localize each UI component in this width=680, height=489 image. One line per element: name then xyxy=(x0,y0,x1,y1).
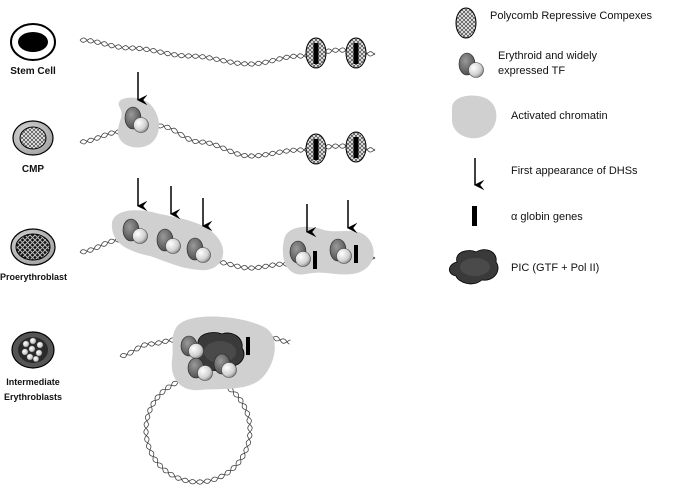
globin-gene-legend-icon xyxy=(472,206,477,226)
legend-label-dhs: First appearance of DHSs xyxy=(511,165,638,177)
polycomb-complex xyxy=(305,37,327,69)
transcription-factor xyxy=(180,335,204,359)
transcription-factor xyxy=(186,237,211,263)
stem-cell-icon xyxy=(10,23,56,61)
polycomb-complex xyxy=(345,131,367,163)
transcription-factor xyxy=(329,238,352,264)
transcription-factor xyxy=(187,357,213,381)
transcription-factor-legend-icon xyxy=(458,52,484,78)
legend-label-transcription-factor: Erythroid and widely expressed TF xyxy=(498,50,598,77)
legend-label-globin-genes: α globin genes xyxy=(511,211,583,223)
dna-strand xyxy=(79,37,376,67)
legend-label-activated-chromatin: Activated chromatin xyxy=(511,110,608,122)
legend-label-polycomb: Polycomb Repressive Compexes xyxy=(490,10,653,22)
transcription-factor xyxy=(289,240,311,267)
cmp-cell-icon xyxy=(12,120,54,156)
alpha-globin-gene xyxy=(246,337,250,355)
polycomb-complex xyxy=(345,37,367,69)
alpha-globin-gene xyxy=(313,251,317,269)
stage-label-proerythroblast: Proerythroblast xyxy=(0,272,68,282)
stage-label-stem-cell: Stem Cell xyxy=(10,66,56,77)
activated-chromatin-legend-icon xyxy=(452,95,497,139)
dna-strand xyxy=(143,375,253,485)
transcription-factor xyxy=(213,353,237,378)
alpha-globin-gene xyxy=(354,245,358,263)
transcription-factor xyxy=(124,106,149,133)
intermediate-erythroblast-cell-icon xyxy=(11,331,55,369)
stage-label-cmp: CMP xyxy=(21,164,45,175)
proerythroblast-cell-icon xyxy=(10,228,56,266)
polycomb-complex xyxy=(305,133,327,165)
stage-label-intermediate-erythroblasts: Intermediate Erythroblasts xyxy=(3,377,63,402)
pic-complex-legend-icon xyxy=(448,249,499,285)
transcription-factor xyxy=(156,228,181,254)
transcription-factor xyxy=(122,218,148,244)
polycomb-legend-icon xyxy=(455,7,477,39)
legend-label-pic: PIC (GTF + Pol II) xyxy=(511,262,600,274)
